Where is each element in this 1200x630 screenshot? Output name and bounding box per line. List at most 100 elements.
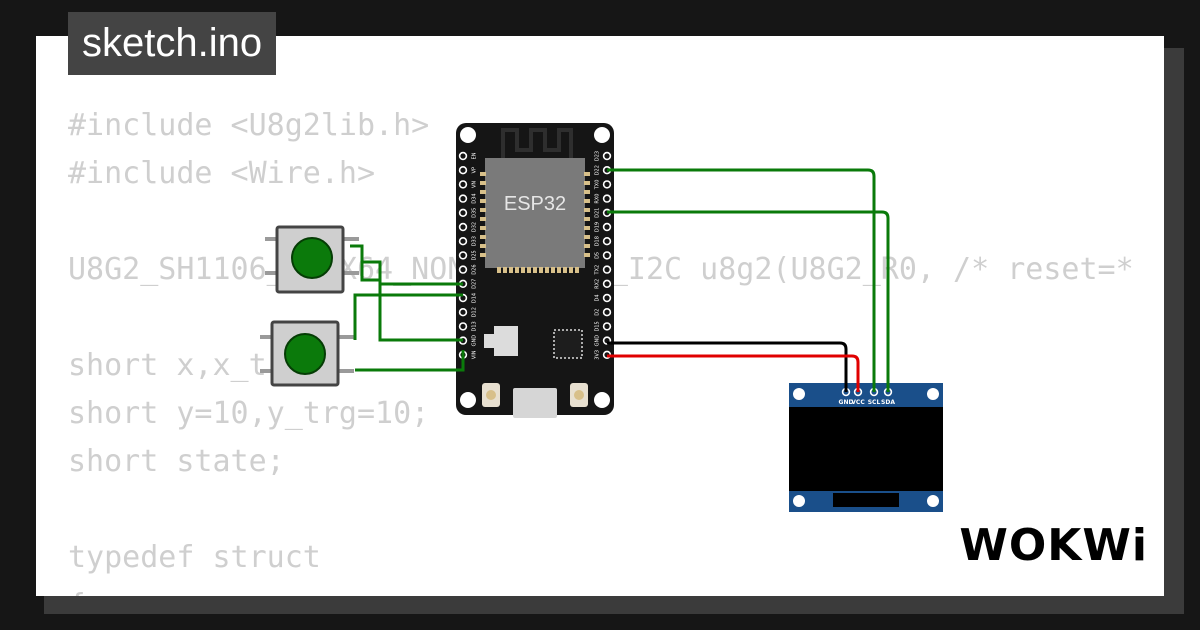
board-pin-label: GND [472, 335, 478, 347]
module-pad [584, 226, 590, 230]
board-pin-label: D22 [595, 165, 601, 175]
board-pin-label: 3V3 [595, 350, 601, 360]
wire-d22-scl [607, 168, 876, 392]
board-pin-label: D12 [472, 307, 478, 317]
board-pin-right-6[interactable] [602, 222, 612, 232]
code-line-8: short state; [68, 444, 285, 479]
board-pin-label: RX0 [595, 194, 601, 204]
wire-button2-vin [355, 350, 465, 372]
board-pin-label: D26 [472, 264, 478, 274]
code-preview: #include <U8g2lib.h>#include <Wire.h>U8G… [68, 102, 1132, 596]
code-line-1: #include <U8g2lib.h> [68, 108, 430, 143]
board-pin-left-5[interactable] [458, 208, 468, 218]
board-pin-left-2[interactable] [458, 166, 468, 175]
module-pad [527, 267, 531, 273]
board-pin-left-9[interactable] [458, 265, 468, 274]
module-pad [480, 244, 486, 248]
board-pin-label: EN [472, 152, 478, 159]
esp32-board[interactable]: ESP32 ENVPVND34D35D32D33D25D26D27D14D12D… [456, 123, 614, 418]
board-pin-label: D35 [472, 208, 478, 218]
board-pin-label: VP [472, 167, 478, 173]
code-line-11: { [68, 582, 1132, 596]
board-pin-label: D25 [472, 250, 478, 260]
pushbutton-1[interactable] [265, 225, 359, 294]
module-pad [584, 217, 590, 221]
module-pad [515, 267, 519, 273]
board-pin-right-12[interactable] [602, 308, 612, 317]
code-line-2: #include <Wire.h> [68, 156, 376, 191]
code-line-7: short y=10,y_trg=10; [68, 396, 430, 431]
wokwi-logo: WOKWi [959, 520, 1148, 571]
wires [350, 168, 890, 392]
board-pin-right-4[interactable] [602, 194, 612, 203]
board-pin-label: D27 [472, 279, 478, 289]
board-pin-label: VIN [472, 350, 478, 359]
board-pin-right-13[interactable] [602, 322, 612, 331]
board-pin-label: D14 [472, 293, 478, 303]
oled-pin-label: GND [839, 399, 854, 406]
wire-button1-d27 [350, 244, 463, 286]
module-pad [509, 267, 513, 273]
module-pad [584, 199, 590, 203]
wire-button1-gnd-rail [362, 260, 463, 342]
board-pin-label: D19 [595, 222, 601, 232]
module-pad [584, 181, 590, 185]
module-pad [521, 267, 525, 273]
board-pin-left-13[interactable] [458, 322, 468, 331]
board-pin-left-8[interactable] [458, 251, 468, 260]
board-pin-left-6[interactable] [458, 222, 468, 232]
sketch-filename-tab: sketch.ino [68, 12, 277, 75]
board-pin-right-11[interactable] [602, 293, 612, 303]
board-pin-right-1[interactable] [602, 151, 612, 161]
module-pad [480, 190, 486, 194]
module-pad [584, 190, 590, 194]
board-pin-label: D32 [472, 222, 478, 232]
module-pad [584, 208, 590, 212]
module-pad [584, 235, 590, 239]
module-pad [545, 267, 549, 273]
module-pad [557, 267, 561, 273]
board-pin-label: D34 [472, 193, 478, 203]
board-pin-label: D15 [595, 321, 601, 331]
board-pin-right-3[interactable] [602, 180, 612, 189]
module-pad [539, 267, 543, 273]
board-pin-right-9[interactable] [602, 265, 612, 274]
board-pin-right-10[interactable] [602, 279, 612, 288]
board-pin-label: D5 [595, 252, 601, 259]
board-pin-label: D23 [595, 151, 601, 161]
pushbutton-2[interactable] [260, 320, 354, 387]
board-pin-label: D21 [595, 208, 601, 218]
module-pad [480, 235, 486, 239]
board-pin-left-12[interactable] [458, 308, 468, 317]
module-pad [584, 244, 590, 248]
wire-button2-d14 [353, 293, 463, 340]
board-pin-label: VN [472, 181, 478, 188]
module-pad [480, 172, 486, 176]
module-pad [480, 181, 486, 185]
board-pin-left-3[interactable] [458, 180, 468, 189]
module-pad [503, 267, 507, 273]
module-pad [480, 217, 486, 221]
board-pin-label: D2 [595, 309, 601, 316]
wire-3v3-vcc [607, 354, 860, 392]
wire-gnd-gnd [607, 341, 848, 392]
board-pin-left-4[interactable] [458, 194, 468, 203]
board-pin-right-8[interactable] [602, 251, 612, 260]
module-pad [533, 267, 537, 273]
board-pin-label: GND [595, 335, 601, 347]
module-pad [584, 172, 590, 176]
board-pin-left-1[interactable] [458, 151, 468, 161]
chip-label: ESP32 [504, 193, 566, 215]
board-pin-label: D13 [472, 321, 478, 331]
board-pin-label: D4 [595, 294, 601, 301]
code-line-10: typedef struct [68, 540, 321, 575]
module-pad [497, 267, 501, 273]
board-pin-left-7[interactable] [458, 237, 468, 246]
module-pad [563, 267, 567, 273]
board-pin-label: TX0 [595, 180, 601, 191]
module-pad [551, 267, 555, 273]
board-pin-right-7[interactable] [602, 237, 612, 246]
module-pad [480, 253, 486, 257]
